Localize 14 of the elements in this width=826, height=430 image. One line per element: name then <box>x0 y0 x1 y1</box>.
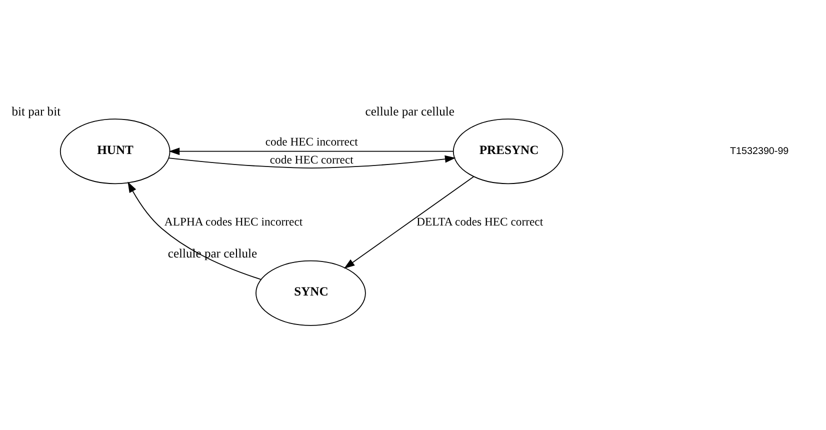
node-ellipse: HUNT <box>60 118 170 184</box>
edge-label: code HEC correct <box>270 152 354 166</box>
edge-label: ALPHA codes HEC incorrect <box>164 214 303 228</box>
node-ellipse: PRESYNC <box>452 118 564 184</box>
node-label: cellule par cellule <box>365 104 454 118</box>
arrow <box>168 154 456 168</box>
arrow <box>344 176 474 268</box>
edge-label: code HEC incorrect <box>265 134 358 148</box>
arrow <box>128 181 262 280</box>
edge-label: DELTA codes HEC correct <box>416 214 544 228</box>
arrow <box>168 147 454 155</box>
label: T1532390-99 <box>730 145 789 156</box>
node-label: cellule par cellule <box>168 246 258 260</box>
node-label: bit par bit <box>12 104 61 118</box>
